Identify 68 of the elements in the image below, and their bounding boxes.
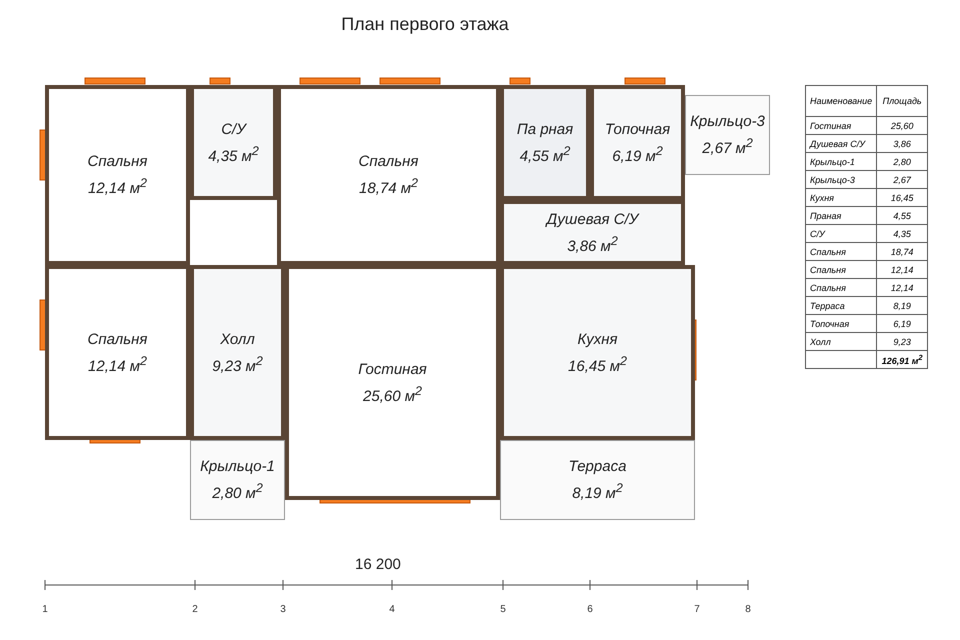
- room-name: Холл: [220, 330, 255, 348]
- table-cell: 126,91 м$^{2}$: [876, 350, 928, 368]
- axis-number: 2: [191, 604, 199, 615]
- table-cell: Гостиная: [806, 116, 877, 134]
- table-cell: Холл: [806, 332, 877, 350]
- room-name: Спальня: [358, 153, 418, 170]
- room-area: [190, 440, 285, 520]
- table-cell: Праная: [806, 206, 877, 224]
- room-area-value: 6,19 м$^{2}$: [612, 144, 663, 164]
- room-area: [685, 95, 770, 175]
- room-name: Гостиная: [358, 360, 427, 378]
- table-cell: Душевая С/У: [806, 134, 877, 152]
- table-cell: Кухня: [806, 188, 877, 206]
- room-area-value: 2,80 м$^{2}$: [212, 481, 263, 502]
- room-name: Душевая С/У: [546, 210, 638, 228]
- table-cell: Спальня: [806, 260, 877, 278]
- room-area-value: 12,14 м$^{2}$: [88, 354, 147, 374]
- table-cell: Терраса: [806, 296, 877, 314]
- axis-number: 4: [388, 604, 396, 615]
- room-name: Спальня: [88, 153, 148, 170]
- room-area-value: 16,45 м$^{2}$: [568, 354, 627, 374]
- room-name: Топочная: [604, 120, 670, 138]
- room-name: Па рная: [516, 120, 574, 138]
- axis-number: 6: [586, 604, 594, 615]
- table-cell: 16,45: [876, 188, 928, 206]
- table-cell: Наименование: [806, 86, 877, 116]
- room-name: Спальня: [88, 330, 148, 348]
- table-cell: 18,74: [876, 242, 928, 260]
- room-area-value: 8,19 м$^{2}$: [572, 481, 623, 502]
- axis-number: 7: [693, 604, 701, 615]
- room-area-value: 4,55 м$^{2}$: [520, 144, 570, 164]
- room-area-value: 3,86 м$^{2}$: [567, 234, 618, 254]
- table-cell: Спальня: [806, 278, 877, 296]
- room-area-value: 4,35 м$^{2}$: [208, 144, 259, 164]
- room-area: [500, 440, 695, 520]
- room-name: Кухня: [578, 330, 618, 348]
- axis-number: 1: [41, 604, 49, 615]
- room-area-value: 18,74 м$^{2}$: [359, 176, 418, 197]
- room-area-value: 9,23 м$^{2}$: [212, 354, 263, 374]
- axis-number: 8: [744, 604, 752, 615]
- room-area-value: 12,14 м$^{2}$: [88, 176, 147, 197]
- table-cell: 3,86: [876, 134, 928, 152]
- table-cell: 6,19: [876, 314, 928, 332]
- table-cell: 25,60: [876, 116, 928, 134]
- room-name: С/У: [221, 120, 246, 138]
- table-cell: С/У: [806, 224, 877, 242]
- table-cell: 2,80: [876, 152, 928, 170]
- room-name: Крыльцо-1: [200, 458, 275, 475]
- table-cell: 12,14: [876, 260, 928, 278]
- plan-title: План первого этажа: [340, 14, 510, 35]
- table-cell: Топочная: [806, 314, 877, 332]
- table-cell: Спальня: [806, 242, 877, 260]
- room-name: Крыльцо-3: [690, 113, 765, 130]
- axis-number: 5: [499, 604, 507, 615]
- table-cell: 12,14: [876, 278, 928, 296]
- axis-number: 3: [279, 604, 287, 615]
- table-cell: 9,23: [876, 332, 928, 350]
- table-cell: Крыльцо-3: [806, 170, 877, 188]
- room-area-value: 2,67 м$^{2}$: [702, 136, 753, 157]
- room-name: Терраса: [568, 458, 626, 475]
- dimension-value: 16 200: [355, 556, 401, 573]
- table-cell: Площадь: [876, 86, 928, 116]
- table-cell: 4,55: [876, 206, 928, 224]
- table-cell: 2,67: [876, 170, 928, 188]
- room-area-value: 25,60 м$^{2}$: [363, 384, 422, 404]
- table-cell: Крыльцо-1: [806, 152, 877, 170]
- table-cell: 8,19: [876, 296, 928, 314]
- table-cell: 4,35: [876, 224, 928, 242]
